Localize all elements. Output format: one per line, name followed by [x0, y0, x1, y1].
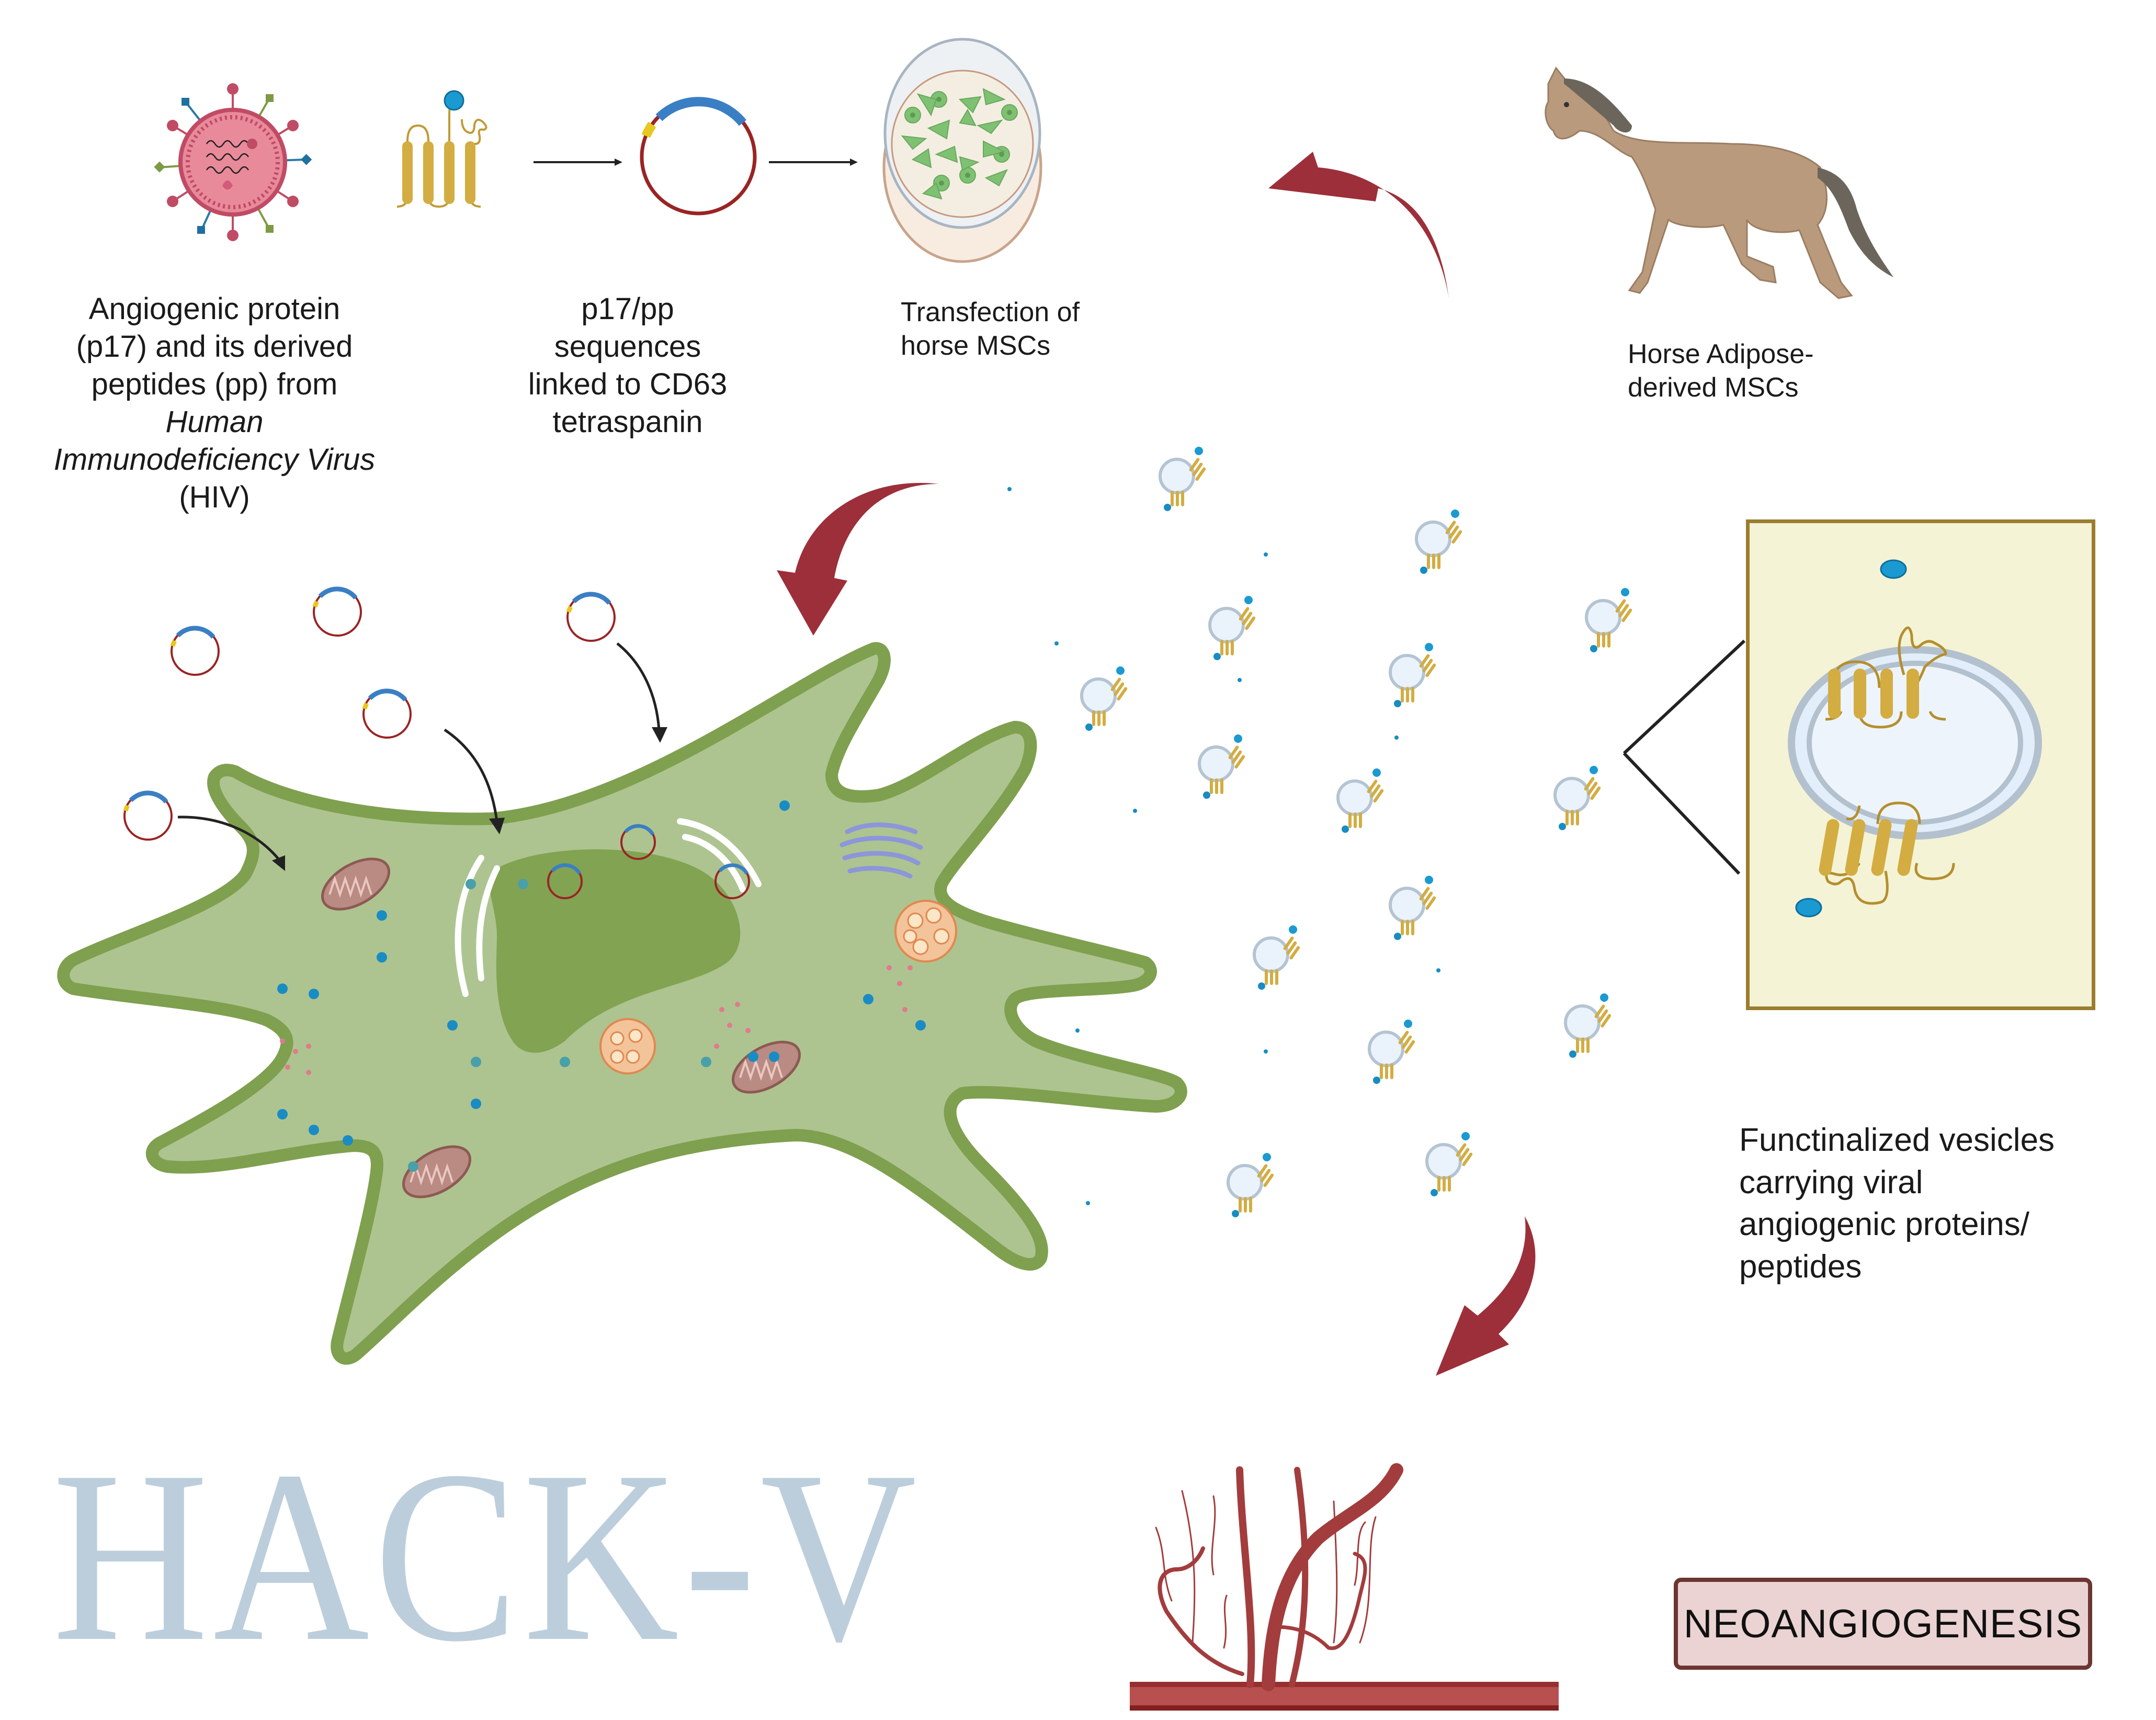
project-title: HACK-V [52, 1420, 922, 1692]
label-line: Horse Adipose- [1628, 339, 1814, 369]
construct-label: p17/pp sequences linked to CD63 tetraspa… [471, 290, 785, 441]
hiv-virus-icon [154, 83, 312, 241]
plasmid-icon [566, 592, 616, 642]
label-line: horse MSCs [901, 331, 1051, 361]
label-line: tetraspanin [552, 404, 703, 439]
arrow-right-icon [769, 159, 858, 166]
vesicle-icon [1160, 447, 1206, 511]
curved-arrow-icon [1436, 1216, 1536, 1376]
vesicle-icon [1338, 768, 1384, 833]
cd63-tetraspanin-icon [396, 90, 487, 208]
horse-icon [1545, 66, 1893, 299]
vesicle-icon [1565, 993, 1612, 1058]
label-line: derived MSCs [1628, 372, 1799, 403]
label-line: Functinalized vesicles [1739, 1122, 2055, 1158]
vesicle-icon [1210, 596, 1256, 660]
plasmid-icon [312, 586, 362, 637]
label-line: Immunodeficiency Virus [53, 442, 376, 477]
vesicle-icon [1199, 734, 1245, 799]
transfection-label: Transfection of horse MSCs [901, 296, 1162, 363]
curved-arrow-icon [777, 483, 939, 636]
arrow-right-icon [534, 159, 622, 166]
label-line: peptides (pp) from [91, 367, 338, 401]
vesicle-icon [1416, 510, 1462, 574]
label-line: Transfection of [901, 297, 1080, 327]
label-line: peptides [1739, 1248, 1862, 1285]
plasmid-icon [170, 626, 220, 676]
neoangiogenesis-badge: NEOANGIOGENESIS [1674, 1578, 2092, 1670]
mesenchymal-stem-cell-icon [57, 642, 1187, 1365]
vesicle-detail-icon [1788, 559, 2042, 918]
vesicle-icon [1228, 1153, 1274, 1217]
label-line: p17/pp [581, 292, 674, 326]
vesicle-icon [1427, 1132, 1473, 1196]
uptake-arrow-icon [177, 816, 285, 871]
vesicle-icon [1390, 643, 1436, 707]
vesicle-detail-box [1746, 519, 2095, 1010]
uptake-arrow-icon [616, 642, 667, 743]
label-line: Angiogenic protein [88, 292, 341, 326]
label-line: (HIV) [179, 480, 250, 514]
label-line: sequences [554, 329, 701, 364]
vesicles-label: Functinalized vesicles carrying viral an… [1739, 1119, 2147, 1288]
vesicle-icon [1555, 766, 1601, 830]
vesicle-cloud [1007, 445, 1674, 1229]
vesicle-icon [1254, 925, 1300, 990]
blood-vessel-icon [1130, 1463, 1559, 1711]
plasmid-icon [640, 97, 757, 216]
vesicle-icon [1369, 1020, 1415, 1084]
vesicle-icon [1082, 666, 1128, 731]
callout-lines [1622, 639, 1746, 875]
label-line: (p17) and its derived [76, 329, 353, 364]
label-line: carrying viral [1739, 1164, 1923, 1201]
horse-msc-label: Horse Adipose- derived MSCs [1628, 337, 1889, 405]
label-line: Human [165, 404, 264, 439]
petri-dish-icon [882, 38, 1042, 263]
label-line: angiogenic proteins/ [1739, 1206, 2029, 1243]
plasmid-icon [123, 790, 173, 841]
plasmid-icon [362, 688, 412, 739]
vesicle-icon [1390, 876, 1436, 940]
curved-arrow-icon [1268, 152, 1449, 298]
hiv-protein-label: Angiogenic protein (p17) and its derived… [31, 290, 398, 516]
uptake-arrow-icon [444, 728, 505, 834]
label-line: linked to CD63 [528, 367, 728, 401]
